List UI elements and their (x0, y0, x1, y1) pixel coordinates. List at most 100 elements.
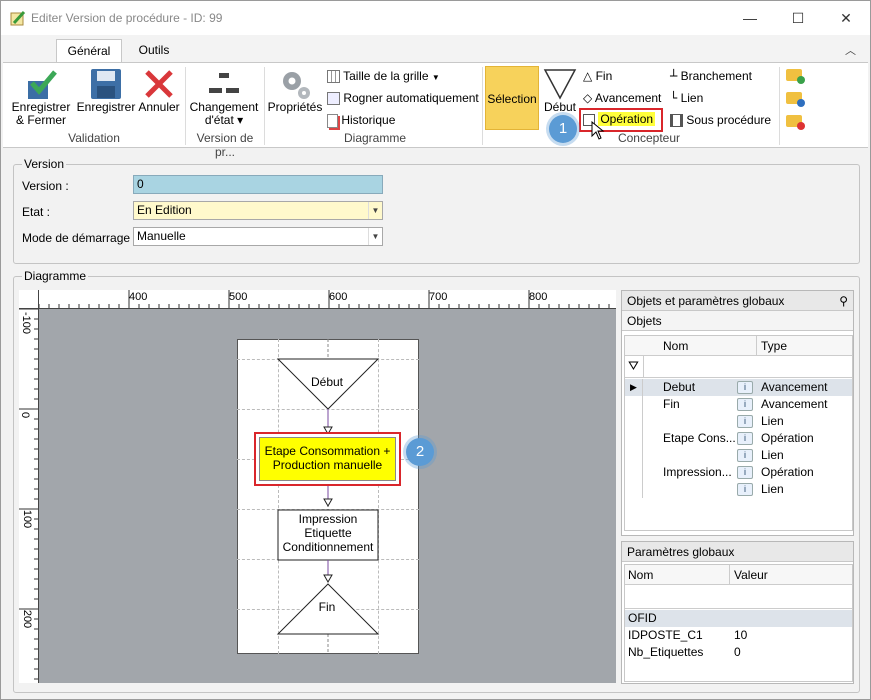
collapse-ribbon-icon[interactable]: ︿ (845, 45, 856, 57)
object-name: Etape Cons... (663, 431, 736, 445)
ribbon-tabs: Général Outils ︿ (1, 35, 870, 62)
ruler-h-label: 800 (529, 291, 548, 303)
window-title: Editer Version de procédure - ID: 99 (31, 11, 223, 25)
progress-label: Avancement (594, 91, 662, 105)
folder-add-icon[interactable] (786, 69, 805, 84)
operation-node-label-2: Production manuelle (272, 458, 383, 472)
auto-trim-button[interactable]: Rogner automatiquement (327, 89, 479, 107)
row-indicator (625, 430, 643, 447)
global-param-row[interactable]: OFID (625, 610, 852, 627)
cancel-button[interactable]: Annuler (137, 67, 181, 129)
start-node-tool-button[interactable]: Début (541, 67, 579, 129)
callout-badge-2: 2 (406, 438, 434, 466)
col-name-header[interactable]: Nom (663, 339, 689, 353)
globals-col-name-header[interactable]: Nom (628, 568, 654, 582)
objects-grid-header: Nom Type (625, 336, 852, 356)
title-bar: Editer Version de procédure - ID: 99 — ☐… (1, 1, 870, 35)
history-button[interactable]: Historique (327, 111, 395, 129)
objects-filter-row[interactable]: ⛛ (625, 356, 852, 378)
ruler-v-label: 0 (19, 411, 32, 419)
object-type: Avancement (761, 380, 828, 394)
tab-tools[interactable]: Outils (138, 43, 170, 57)
save-button[interactable]: Enregistrer (75, 67, 137, 129)
pin-icon[interactable]: ⚲ (839, 294, 848, 308)
state-value: En Edition (137, 203, 192, 217)
ribbon-separator (185, 67, 186, 145)
change-state-button[interactable]: Changement d'état ▾ (189, 67, 259, 129)
ribbon-separator (779, 67, 780, 145)
progress-node-tool-button[interactable]: ◇ Avancement (583, 89, 661, 107)
end-node-shape[interactable] (276, 583, 380, 635)
grid-line (378, 339, 379, 654)
filter-icon[interactable]: ⛛ (628, 358, 639, 373)
object-type: Avancement (761, 397, 828, 411)
row-indicator (625, 413, 643, 430)
link-icon: └ (670, 91, 678, 105)
link-tool-button[interactable]: └ Lien (670, 89, 703, 107)
sub-procedure-icon (670, 114, 683, 128)
ruler-v-label: 100 (21, 509, 34, 529)
tab-general[interactable]: Général (56, 39, 122, 62)
operation-tool-button[interactable]: Opération (579, 108, 663, 132)
ruler-v-label: 200 (21, 609, 34, 629)
row-indicator (625, 396, 643, 413)
row-indicator (625, 464, 643, 481)
end-node-tool-button[interactable]: △ Fin (583, 67, 612, 85)
param-value: 0 (734, 645, 741, 659)
history-label: Historique (341, 113, 396, 127)
cancel-label: Annuler (138, 100, 180, 114)
end-triangle-icon: △ (583, 69, 593, 83)
operation-node-highlight[interactable]: Etape Consommation + Production manuelle (254, 432, 401, 486)
col-type-header[interactable]: Type (761, 339, 788, 353)
grid-size-button[interactable]: Taille de la grille ▼ (327, 67, 440, 85)
branch-label: Branchement (680, 69, 752, 83)
globals-filter-row[interactable] (625, 585, 852, 609)
chevron-down-icon[interactable]: ▼ (368, 228, 382, 245)
start-mode-select[interactable]: Manuelle ▼ (133, 227, 383, 246)
label-node-shape[interactable] (277, 509, 379, 561)
info-icon: i (737, 432, 753, 445)
object-type: Lien (761, 448, 784, 462)
save-and-close-button[interactable]: Enregistrer & Fermer (9, 67, 73, 129)
start-triangle-icon (543, 69, 577, 100)
mouse-cursor-icon (591, 121, 605, 140)
link-label: Lien (680, 91, 704, 105)
floppy-disk-icon (91, 69, 121, 99)
group-validation-label: Validation (68, 131, 120, 145)
end-label: Fin (595, 69, 613, 83)
objects-subheader: Objets (622, 311, 853, 331)
sub-procedure-tool-button[interactable]: Sous procédure (670, 111, 771, 129)
properties-button[interactable]: Propriétés (266, 67, 324, 129)
grid-size-label: Taille de la grille (343, 69, 429, 83)
info-icon: i (737, 381, 753, 394)
globals-panel-title: Paramètres globaux (622, 542, 853, 562)
label-node-line-3: Conditionnement (282, 540, 374, 554)
ribbon: Enregistrer & Fermer Enregistrer Annuler… (3, 62, 868, 159)
start-node-shape[interactable] (276, 358, 380, 410)
version-legend: Version (24, 157, 65, 171)
label-node-text: Impression Etiquette Conditionnement (278, 512, 378, 554)
globals-col-value-header[interactable]: Valeur (734, 568, 768, 582)
folder-delete-icon[interactable] (786, 115, 805, 130)
change-state-label-1: Changement (189, 100, 259, 114)
folder-edit-icon[interactable] (786, 92, 805, 107)
diagram-section: Diagramme (13, 269, 860, 693)
minimize-icon[interactable]: — (743, 10, 757, 26)
chevron-down-icon[interactable]: ▼ (368, 202, 382, 219)
close-icon[interactable]: ✕ (840, 10, 852, 26)
state-select[interactable]: En Edition ▼ (133, 201, 383, 220)
maximize-icon[interactable]: ☐ (791, 10, 805, 26)
selection-tool-button[interactable]: Sélection (485, 66, 539, 130)
branch-tool-button[interactable]: ┴ Branchement (670, 67, 752, 85)
